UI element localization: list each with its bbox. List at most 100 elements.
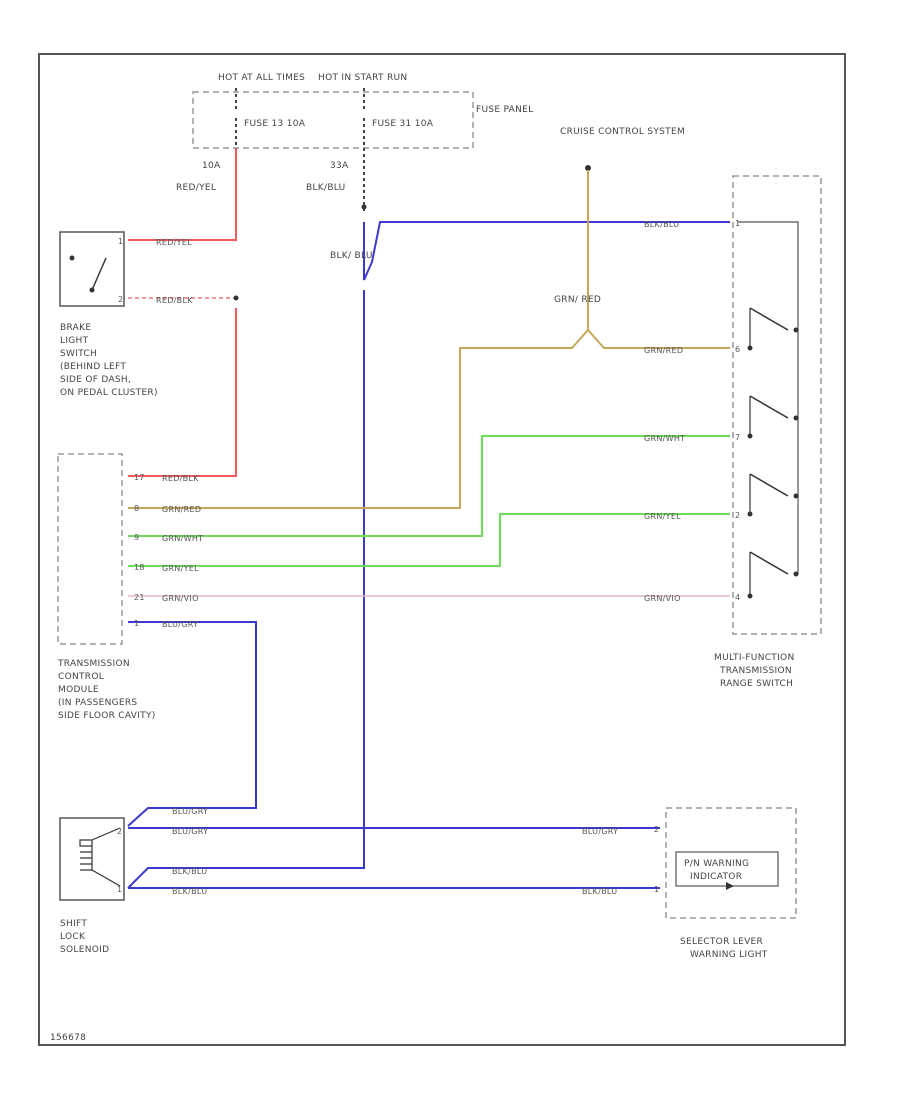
selector-wire-top-label: BLU/GRY [582, 827, 618, 836]
solenoid-label-1: SHIFT [60, 919, 87, 929]
fuse31-label: FUSE 31 10A [372, 119, 434, 129]
selector-wire-bot-label: BLK/BLU [582, 887, 617, 896]
tcm-pin: 17 [134, 473, 145, 482]
fuse-panel-box [192, 91, 474, 149]
brake-switch-label-3: SWITCH [60, 349, 97, 359]
solenoid-pin2: 2 [117, 827, 122, 836]
tcm-pins: 17 8 9 18 21 1 [134, 473, 145, 628]
mfs-label-2: TRANSMISSION [719, 666, 792, 676]
wire-blu-gry-tcm [127, 621, 257, 827]
shift-lock-solenoid: 2 1 BLU/GRY BLU/GRY BLK/BLU BLK/BLU SHIF… [59, 807, 208, 955]
diagram-frame [38, 53, 846, 1046]
multi-function-switch: 1 6 7 2 4 BLK/BLU GRN/RED GRN/WHT GRN/YE… [644, 175, 822, 689]
tcm-pin: 18 [134, 563, 145, 572]
tcm-label-4: (IN PASSENGERS [58, 698, 137, 708]
solenoid-wire-top-a: BLU/GRY [172, 807, 208, 816]
mfs-pin: 4 [735, 593, 740, 602]
wire-blk-blu-mfs [363, 221, 730, 281]
tcm-label-1: TRANSMISSION [57, 659, 130, 669]
mfs-contact [793, 571, 799, 577]
grn-red-label: GRN/ RED [554, 295, 601, 305]
solenoid-wire-bot-a: BLK/BLU [172, 867, 207, 876]
brake-switch-wire-in-label: RED/YEL [156, 238, 192, 247]
tcm-wire-label: GRN/VIO [162, 594, 199, 603]
selector-lever-warning-light: P/N WARNING INDICATOR 2 1 BLU/GRY BLK/BL… [582, 807, 797, 960]
tcm-wire-label: GRN/YEL [162, 564, 199, 573]
mfs-pin: 1 [735, 219, 740, 228]
mfs-contact [793, 327, 799, 333]
solenoid-label-3: SOLENOID [60, 945, 109, 955]
tcm-wire-label: GRN/WHT [162, 534, 203, 543]
mfs-pin: 7 [735, 433, 740, 442]
selector-box [665, 807, 797, 919]
mfs-pin: 2 [735, 511, 740, 520]
fuse31-circuit-label: 33A [330, 161, 349, 171]
tcm-wire-label: BLU/GRY [162, 620, 198, 629]
wire-grn-wht [128, 435, 730, 537]
cruise-control-connector [585, 165, 591, 171]
hot-in-start-run-label: HOT IN START RUN [318, 73, 407, 83]
brake-switch-label-2: LIGHT [60, 336, 89, 346]
mfs-wire-label: GRN/WHT [644, 434, 685, 443]
solenoid-label-2: LOCK [60, 932, 86, 942]
tcm-box [57, 453, 123, 645]
solenoid-lead-bottom [91, 869, 121, 887]
mfs-wire-label: GRN/VIO [644, 594, 681, 603]
mfs-wire-labels: BLK/BLU GRN/RED GRN/WHT GRN/YEL GRN/VIO [644, 220, 685, 603]
selector-label-2: WARNING LIGHT [690, 950, 768, 960]
fuse-panel: HOT AT ALL TIMES HOT IN START RUN FUSE 1… [192, 73, 533, 149]
solenoid-box [59, 817, 125, 901]
tcm-pin: 1 [134, 619, 139, 628]
wire-red-yel [128, 148, 237, 241]
mfs-wire-label: GRN/YEL [644, 512, 681, 521]
mfs-box [732, 175, 822, 635]
tcm-wire-label: GRN/RED [162, 505, 201, 514]
fuse31-color-label: BLK/BLU [306, 183, 346, 193]
tcm-label-5: SIDE FLOOR CAVITY) [58, 711, 156, 721]
mfs-wire-label: GRN/RED [644, 346, 683, 355]
pn-indicator-label-1: P/N WARNING [684, 859, 749, 869]
brake-switch-label-4: (BEHIND LEFT [60, 362, 126, 372]
brake-switch-wire-out-label: RED/BLK [156, 296, 193, 305]
wire-grn-red [128, 328, 730, 509]
splice-red-blk [233, 295, 239, 301]
solenoid-wire-bot-b: BLK/BLU [172, 887, 207, 896]
hot-at-all-times-label: HOT AT ALL TIMES [218, 73, 305, 83]
mfs-contact [793, 493, 799, 499]
brake-switch-contact-b [69, 255, 75, 261]
mfs-switch-blade [749, 473, 789, 497]
tcm-pin: 21 [134, 593, 145, 602]
brake-switch-pin2: 1 [118, 237, 123, 246]
cruise-control-system: CRUISE CONTROL SYSTEM [560, 127, 685, 137]
tcm-label-3: MODULE [58, 685, 99, 695]
selector-pin2: 2 [654, 825, 659, 834]
mfs-pins: 1 6 7 2 4 [735, 219, 740, 602]
brake-switch-box [59, 231, 125, 307]
brake-switch-label-6: ON PEDAL CLUSTER) [60, 388, 158, 398]
solenoid-pin1: 1 [117, 885, 122, 894]
wire-grn-yel [128, 513, 730, 567]
mfs-switch-blade [749, 307, 789, 331]
mfs-switch-blade [749, 395, 789, 419]
solenoid-coil-icon [79, 839, 93, 871]
solenoid-lead-top [91, 827, 121, 841]
blk-blu-label: BLK/ BLU [330, 251, 373, 261]
fuse-panel-label: FUSE PANEL [476, 105, 533, 115]
splice-blk-blu [361, 204, 367, 210]
fuse13-circuit-label: 10A [202, 161, 221, 171]
tcm-wire-labels: RED/BLK GRN/RED GRN/WHT GRN/YEL GRN/VIO … [162, 474, 203, 629]
footer-code: 156678 [50, 1033, 86, 1043]
transmission-control-module: 17 8 9 18 21 1 RED/BLK GRN/RED GRN/WHT G… [57, 453, 203, 721]
brake-switch-lever [91, 257, 107, 291]
brake-switch-pin1: 2 [118, 295, 123, 304]
tcm-pin: 8 [134, 504, 139, 513]
tcm-pin: 9 [134, 533, 139, 542]
tcm-label-2: CONTROL [58, 672, 104, 682]
mfs-pin: 6 [735, 345, 740, 354]
mfs-switch-blade [749, 551, 789, 575]
solenoid-wire-top-b: BLU/GRY [172, 827, 208, 836]
indicator-diode-icon [726, 882, 734, 890]
mfs-label-1: MULTI-FUNCTION [714, 653, 794, 663]
mfs-contact [793, 415, 799, 421]
